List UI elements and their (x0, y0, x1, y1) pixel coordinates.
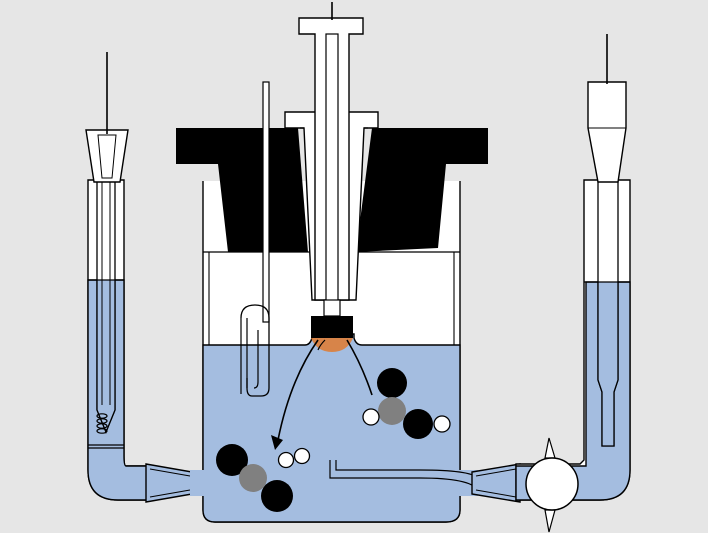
stopper-right (356, 128, 488, 252)
j-shaped-hook-electrode (240, 81, 270, 397)
black-stopper (176, 128, 488, 252)
right-joint-taper (471, 463, 521, 503)
field-line-right (346, 339, 373, 396)
field-line-center (317, 339, 326, 351)
molecule-near-electrode (362, 368, 451, 439)
electrode-tip (311, 316, 353, 338)
stopper-left (176, 128, 308, 252)
right-electrode-cap (587, 81, 627, 183)
field-line-left (277, 339, 319, 441)
left-side-arm (85, 52, 149, 501)
right-side-arm (515, 34, 631, 501)
central-syringe-electrode (284, 2, 379, 352)
cell-bottom-channel (190, 470, 207, 496)
coil-electrode (96, 413, 108, 434)
molecule-at-bottom (216, 444, 311, 512)
two-way-stopcock (525, 437, 579, 533)
diffusion-arrow (271, 435, 283, 450)
reaction-glow (311, 338, 353, 352)
left-electrode-cap (85, 129, 129, 183)
stopcock-valve (525, 457, 579, 511)
